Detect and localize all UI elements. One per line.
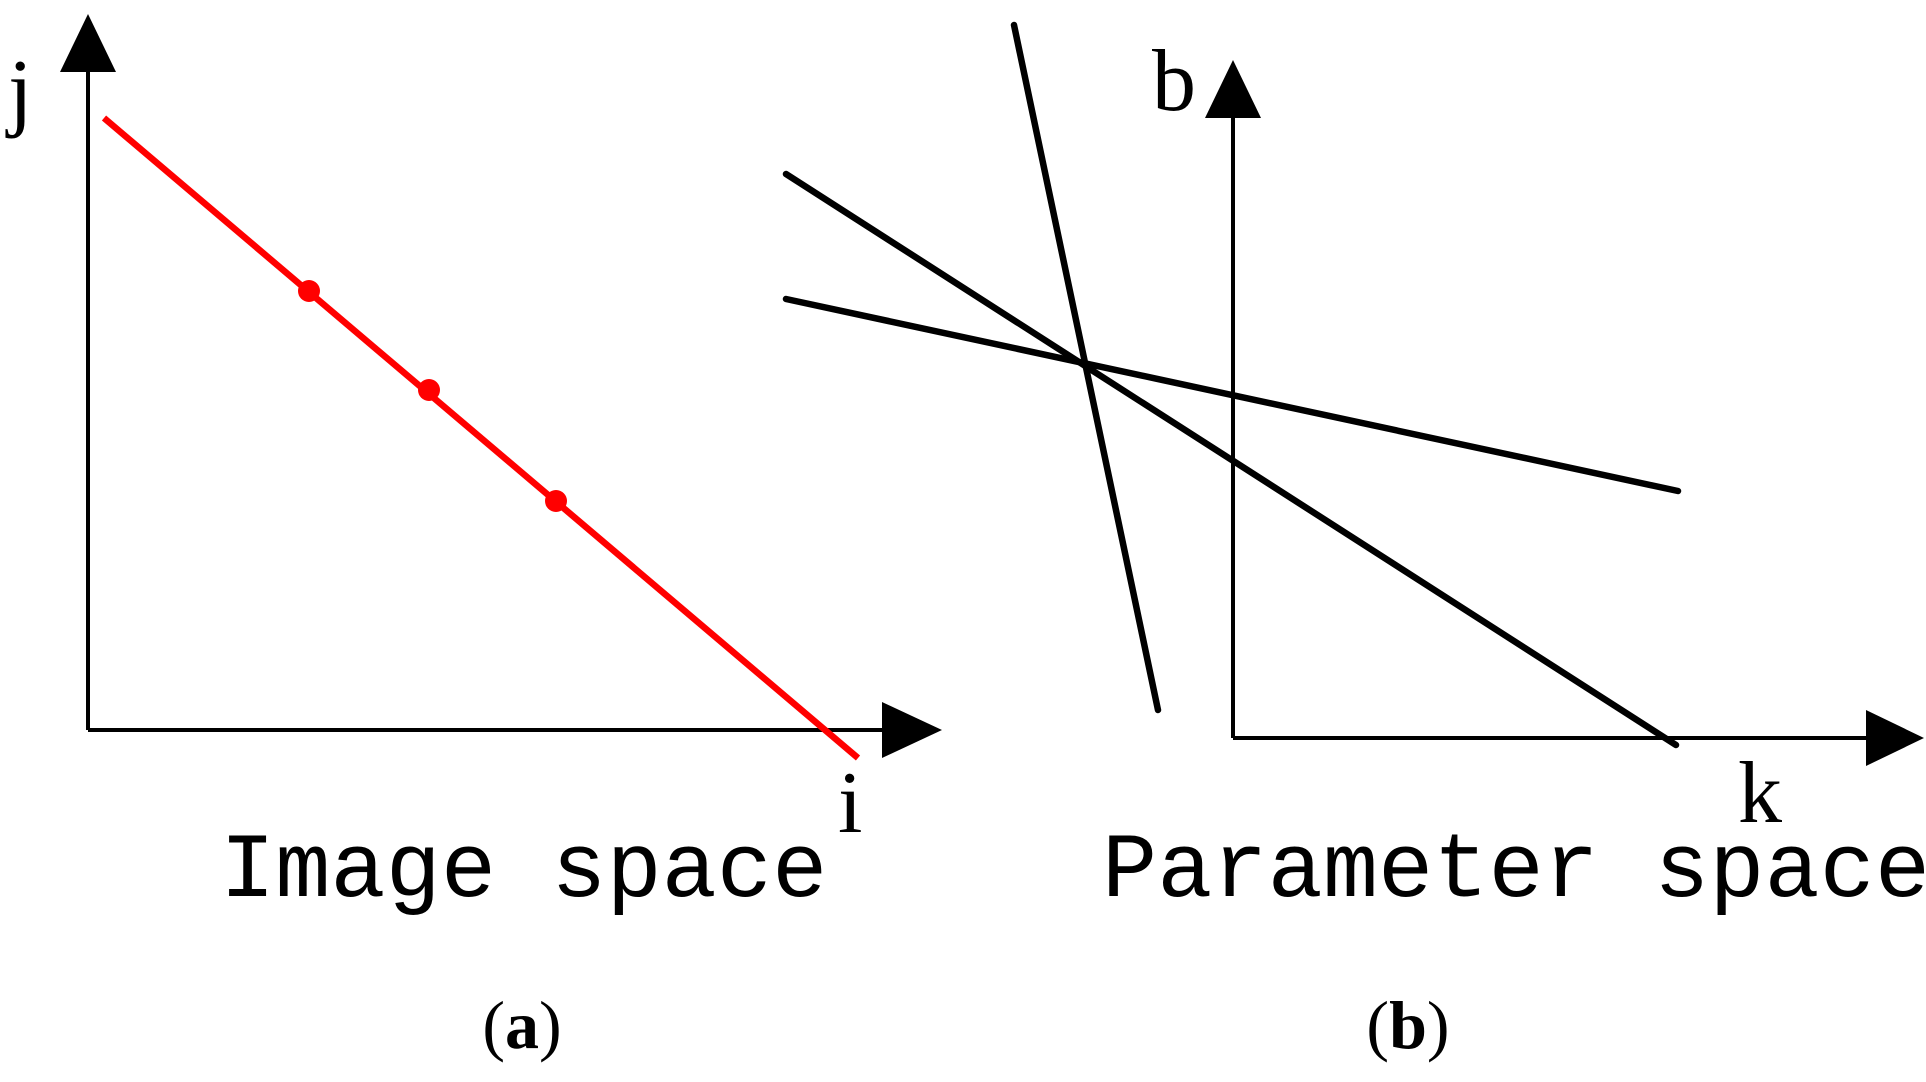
parameter-space-y-axis-arrow: [1205, 60, 1261, 118]
image-space-x-axis-arrow: [882, 702, 942, 758]
parameter-space-line: [782, 295, 1682, 495]
parameter-space-y-axis-label: b: [1152, 33, 1196, 130]
panel-parameter-space: b k Parameter space (b): [782, 21, 1926, 1063]
image-space-line: [101, 115, 861, 761]
image-space-x-axis-label: i: [838, 755, 862, 852]
image-space-point: [418, 379, 440, 401]
parameter-space-x-axis-arrow: [1866, 710, 1924, 766]
subfigure-label-a: (a): [482, 987, 561, 1063]
subfigure-label-b: (b): [1366, 987, 1449, 1063]
image-space-caption: Image space: [220, 819, 827, 924]
image-space-point: [545, 490, 567, 512]
parameter-space-line: [782, 170, 1680, 749]
parameter-space-x-axis-label: k: [1738, 745, 1782, 842]
image-space-y-axis-arrow: [60, 14, 116, 72]
image-space-point: [298, 280, 320, 302]
panel-image-space: j i Image space (a): [5, 14, 942, 1063]
image-space-y-axis-label: j: [5, 43, 32, 140]
parameter-space-caption: Parameter space: [1102, 819, 1926, 924]
